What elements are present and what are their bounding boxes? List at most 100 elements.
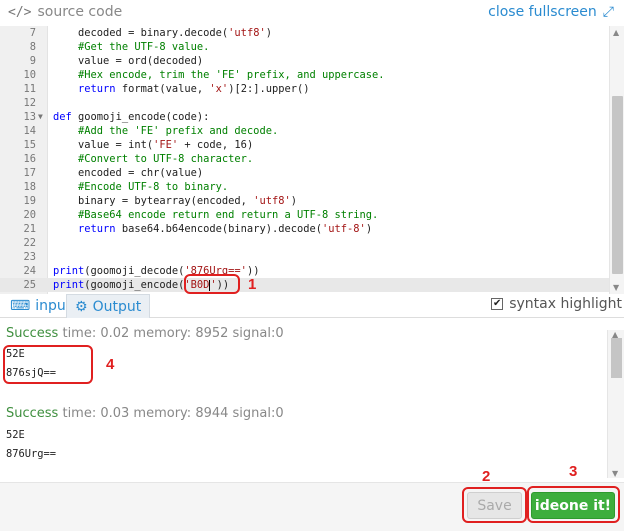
code-line[interactable]: 19 binary = bytearray(encoded, 'utf8') (0, 194, 609, 208)
line-number: 13 (23, 111, 36, 123)
code-line[interactable]: 11 return format(value, 'x')[2:].upper() (0, 82, 609, 96)
source-title: source code (37, 4, 123, 20)
scroll-up-icon[interactable]: ▲ (613, 28, 620, 37)
code-text[interactable]: #Hex encode, trim the 'FE' prefix, and u… (53, 69, 385, 81)
text-cursor (209, 279, 211, 291)
tab-output-label[interactable]: Output (92, 298, 142, 315)
run-info-1: time: 0.02 memory: 8952 signal:0 (58, 326, 284, 341)
line-number: 10 (23, 69, 36, 81)
syntax-highlight-label[interactable]: syntax highlight (509, 296, 622, 312)
tab-input-label[interactable]: input (35, 298, 72, 314)
code-text[interactable]: encoded = chr(value) (53, 167, 204, 179)
output-line: 52E (6, 348, 25, 360)
line-number: 18 (23, 181, 36, 193)
expand-icon[interactable]: ⤢ (602, 4, 614, 20)
code-text[interactable]: decoded = binary.decode('utf8') (53, 27, 272, 39)
save-button[interactable]: Save (467, 492, 522, 519)
tab-input[interactable]: ⌨ input (2, 294, 79, 318)
annotation-box-1 (184, 274, 240, 294)
annotation-marker-4: 4 (106, 356, 115, 373)
output-scroll-thumb[interactable] (611, 338, 622, 378)
code-text[interactable]: print(goomoji_encode('B0D')) (53, 279, 230, 291)
gear-icon[interactable]: ⚙ (75, 298, 88, 315)
code-line[interactable]: 10 #Hex encode, trim the 'FE' prefix, an… (0, 68, 609, 82)
line-number: 19 (23, 195, 36, 207)
code-line[interactable]: 7 decoded = binary.decode('utf8') (0, 26, 609, 40)
run-info-2: time: 0.03 memory: 8944 signal:0 (58, 406, 284, 421)
close-fullscreen-label[interactable]: close fullscreen (488, 4, 597, 20)
editor-scroll-thumb[interactable] (612, 96, 623, 274)
close-fullscreen-link[interactable]: close fullscreen ⤢ (488, 4, 614, 20)
line-number: 25 (23, 279, 36, 291)
source-header: </> source code close fullscreen ⤢ (0, 0, 624, 26)
annotation-marker-1: 1 (248, 276, 257, 293)
output-scrollbar[interactable]: ▲ ▼ (607, 330, 624, 478)
code-line[interactable]: 23 (0, 250, 609, 264)
code-text[interactable]: #Encode UTF-8 to binary. (53, 181, 229, 193)
annotation-box-4 (3, 345, 93, 384)
fold-icon[interactable]: ▼ (38, 112, 43, 121)
code-text[interactable]: def goomoji_encode(code): (53, 111, 210, 123)
code-line[interactable]: 13▼ def goomoji_encode(code): (0, 110, 609, 124)
line-number: 23 (23, 251, 36, 263)
action-footer: Save ideone it! (0, 482, 624, 531)
line-number: 8 (29, 41, 36, 53)
code-text[interactable]: value = ord(decoded) (53, 55, 204, 67)
code-text[interactable]: #Base64 encode return end return a UTF-8… (53, 209, 379, 221)
code-text[interactable]: return base64.b64encode(binary).decode('… (53, 223, 373, 235)
code-text[interactable]: return format(value, 'x')[2:].upper() (53, 83, 310, 95)
line-number: 15 (23, 139, 36, 151)
code-editor[interactable]: 7 decoded = binary.decode('utf8')8 #Get … (0, 26, 609, 294)
code-text[interactable]: binary = bytearray(encoded, 'utf8') (53, 195, 297, 207)
code-line[interactable]: 18 #Encode UTF-8 to binary. (0, 180, 609, 194)
code-line[interactable]: 20 #Base64 encode return end return a UT… (0, 208, 609, 222)
code-text[interactable]: value = int('FE' + code, 16) (53, 139, 254, 151)
scroll-down-icon[interactable]: ▼ (613, 283, 620, 292)
code-icon: </> (8, 4, 32, 20)
code-text[interactable]: #Get the UTF-8 value. (53, 41, 210, 53)
output-line: 876Urg== (6, 448, 57, 460)
code-line[interactable]: 22 (0, 236, 609, 250)
code-text[interactable]: #Convert to UTF-8 character. (53, 153, 254, 165)
line-number: 9 (29, 55, 36, 67)
io-tabs: ⌨ input ⚙ Output ✔ syntax highlight (0, 294, 624, 318)
editor-scrollbar[interactable]: ▲ ▼ (609, 26, 624, 294)
code-line[interactable]: 8 #Get the UTF-8 value. (0, 40, 609, 54)
line-number: 11 (23, 83, 36, 95)
scroll-down-icon[interactable]: ▼ (612, 469, 619, 478)
annotation-box-3 (527, 486, 620, 523)
code-text[interactable]: #Add the 'FE' prefix and decode. (53, 125, 279, 137)
run-button[interactable]: ideone it! (531, 492, 615, 519)
scroll-up-icon[interactable]: ▲ (612, 330, 619, 339)
tab-output[interactable]: ⚙ Output (66, 294, 151, 318)
syntax-highlight-checkbox[interactable]: ✔ (491, 298, 504, 310)
output-line: 876sjQ== (6, 367, 57, 379)
success-label-1: Success (6, 326, 59, 341)
source-title-group: </> source code (8, 4, 122, 20)
success-label-2: Success (6, 406, 59, 421)
code-line[interactable]: 9 value = ord(decoded) (0, 54, 609, 68)
line-number: 21 (23, 223, 36, 235)
line-number: 17 (23, 167, 36, 179)
line-number: 20 (23, 209, 36, 221)
run-status-2: Success time: 0.03 memory: 8944 signal:0 (6, 406, 284, 421)
syntax-highlight-toggle[interactable]: ✔ syntax highlight (491, 296, 622, 312)
keyboard-icon[interactable]: ⌨ (10, 298, 31, 314)
code-line[interactable]: 17 encoded = chr(value) (0, 166, 609, 180)
code-line[interactable]: 16 #Convert to UTF-8 character. (0, 152, 609, 166)
output-panel: Success time: 0.02 memory: 8952 signal:0… (0, 319, 607, 481)
line-number-gutter (0, 26, 48, 294)
line-number: 22 (23, 237, 36, 249)
code-line[interactable]: 21 return base64.b64encode(binary).decod… (0, 222, 609, 236)
run-status-1: Success time: 0.02 memory: 8952 signal:0 (6, 326, 284, 341)
code-line[interactable]: 15 value = int('FE' + code, 16) (0, 138, 609, 152)
annotation-marker-3: 3 (569, 463, 578, 480)
annotation-marker-2: 2 (482, 468, 491, 485)
code-line[interactable]: 14 #Add the 'FE' prefix and decode. (0, 124, 609, 138)
line-number: 24 (23, 265, 36, 277)
line-number: 12 (23, 97, 36, 109)
code-line[interactable]: 12 (0, 96, 609, 110)
line-number: 16 (23, 153, 36, 165)
code-line[interactable]: 25 print(goomoji_encode('B0D')) (0, 278, 609, 292)
